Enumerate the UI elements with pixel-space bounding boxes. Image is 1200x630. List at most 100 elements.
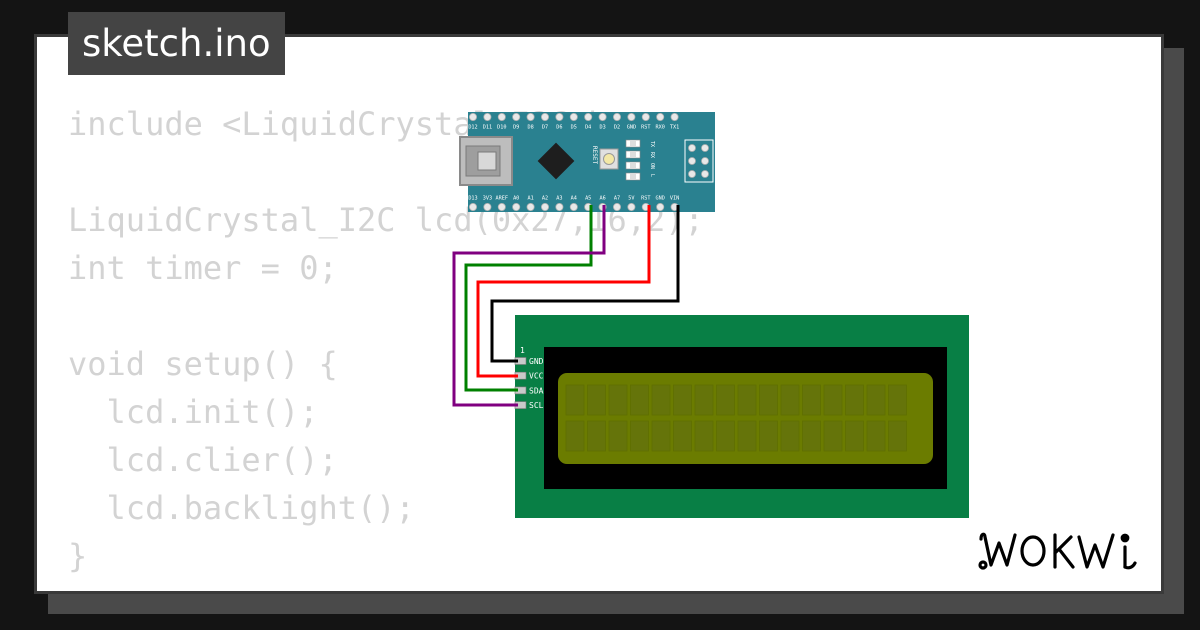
microcontroller-chip bbox=[537, 142, 575, 180]
top-pin-label: D3 bbox=[599, 125, 605, 131]
wire-5v-vcc[interactable] bbox=[476, 205, 651, 378]
lcd-cell bbox=[565, 384, 585, 416]
top-pin-label: D8 bbox=[527, 125, 533, 131]
bottom-pin-label: 3V3 bbox=[483, 196, 492, 202]
header-pin[interactable] bbox=[512, 202, 521, 211]
header-pin[interactable] bbox=[555, 202, 564, 211]
lcd-cell bbox=[587, 384, 606, 416]
wire-a4-sda[interactable] bbox=[464, 205, 593, 392]
header-pin[interactable] bbox=[627, 202, 636, 211]
header-pin[interactable] bbox=[541, 113, 550, 122]
lcd-cell bbox=[845, 384, 864, 416]
lcd-cell bbox=[888, 384, 907, 416]
header-pin[interactable] bbox=[569, 202, 578, 211]
lcd-cell bbox=[737, 384, 757, 416]
header-pin[interactable] bbox=[555, 113, 564, 122]
header-pin[interactable] bbox=[641, 113, 650, 122]
top-pin-label: D2 bbox=[614, 125, 620, 131]
lcd-cell bbox=[587, 420, 606, 452]
lcd-cell bbox=[673, 384, 692, 416]
header-pin[interactable] bbox=[483, 113, 492, 122]
bottom-pin-label: RST bbox=[641, 196, 650, 202]
code-line[interactable]: int timer = 0; bbox=[68, 249, 338, 287]
icsp-pin bbox=[688, 157, 696, 165]
header-pin[interactable] bbox=[512, 113, 521, 122]
reset-button[interactable] bbox=[599, 148, 619, 170]
header-pin[interactable] bbox=[613, 113, 622, 122]
code-line[interactable]: lcd.init(); bbox=[68, 393, 319, 431]
header-pin[interactable] bbox=[656, 113, 665, 122]
lcd-pin-label: GND bbox=[529, 357, 544, 366]
top-pin-label: D5 bbox=[571, 125, 577, 131]
bottom-pin-label: GND bbox=[656, 196, 665, 202]
top-pin-label: RST bbox=[641, 125, 650, 131]
code-line[interactable]: } bbox=[68, 537, 88, 575]
lcd-pin-label: SCL bbox=[529, 401, 544, 410]
header-pin[interactable] bbox=[670, 113, 679, 122]
code-line[interactable]: lcd.clier(); bbox=[68, 441, 338, 479]
reset-label: RESET bbox=[591, 146, 598, 164]
header-pin[interactable] bbox=[468, 202, 477, 211]
top-pin-label: D7 bbox=[542, 125, 548, 131]
led-label: ON bbox=[649, 163, 655, 169]
icsp-pin bbox=[701, 170, 709, 178]
led-label: TX bbox=[649, 141, 655, 147]
led-lens bbox=[630, 174, 636, 179]
header-pin[interactable] bbox=[613, 202, 622, 211]
icsp-pin bbox=[701, 144, 709, 152]
lcd-cell bbox=[759, 420, 778, 452]
bottom-pin-label: A4 bbox=[571, 196, 577, 202]
lcd-cell bbox=[694, 384, 714, 416]
wire-gnd-gnd[interactable] bbox=[490, 205, 680, 363]
wires bbox=[452, 205, 680, 407]
header-pin[interactable] bbox=[598, 113, 607, 122]
lcd-cell bbox=[888, 420, 907, 452]
arduino-leds bbox=[625, 139, 641, 181]
code-line[interactable]: void setup() { bbox=[68, 345, 338, 383]
led-lens bbox=[630, 141, 636, 146]
header-pin[interactable] bbox=[526, 113, 535, 122]
lcd-cell bbox=[823, 420, 843, 452]
header-pin[interactable] bbox=[497, 113, 506, 122]
lcd-cell bbox=[673, 420, 692, 452]
lcd-cell bbox=[716, 420, 735, 452]
header-pin[interactable] bbox=[569, 113, 578, 122]
lcd-cell bbox=[780, 384, 800, 416]
header-pin[interactable] bbox=[656, 202, 665, 211]
lcd-cell bbox=[565, 420, 585, 452]
bottom-pin-label: A3 bbox=[556, 196, 562, 202]
icsp-pin bbox=[688, 144, 696, 152]
top-pin-label: D4 bbox=[585, 125, 591, 131]
top-pin-label: D6 bbox=[556, 125, 562, 131]
bottom-pin-label: A6 bbox=[599, 196, 605, 202]
bottom-pin-label: A0 bbox=[513, 196, 519, 202]
lcd-cell bbox=[716, 384, 735, 416]
lcd-pin-label: VCC bbox=[529, 372, 544, 381]
lcd-cell bbox=[608, 384, 628, 416]
lcd-cell bbox=[630, 420, 649, 452]
code-line[interactable]: lcd.backlight(); bbox=[68, 489, 415, 527]
lcd-character-cells bbox=[565, 384, 907, 452]
led-label: RX bbox=[649, 152, 655, 158]
icsp-pin bbox=[688, 170, 696, 178]
header-pin[interactable] bbox=[468, 113, 477, 122]
header-pin[interactable] bbox=[541, 202, 550, 211]
header-pin[interactable] bbox=[497, 202, 506, 211]
wire-a5-scl[interactable] bbox=[452, 205, 606, 407]
top-pin-label: D10 bbox=[497, 125, 506, 131]
header-pin[interactable] bbox=[627, 113, 636, 122]
lcd-cell bbox=[630, 384, 649, 416]
header-pin[interactable] bbox=[483, 202, 492, 211]
led-lens bbox=[630, 152, 636, 157]
bottom-pin-label: A2 bbox=[542, 196, 548, 202]
sketch-filename-tab[interactable]: sketch.ino bbox=[68, 12, 285, 75]
lcd-cell bbox=[866, 420, 886, 452]
bottom-pin-label: A7 bbox=[614, 196, 620, 202]
header-pin[interactable] bbox=[526, 202, 535, 211]
header-pin[interactable] bbox=[584, 113, 593, 122]
wokwi-logo[interactable] bbox=[975, 525, 1153, 575]
